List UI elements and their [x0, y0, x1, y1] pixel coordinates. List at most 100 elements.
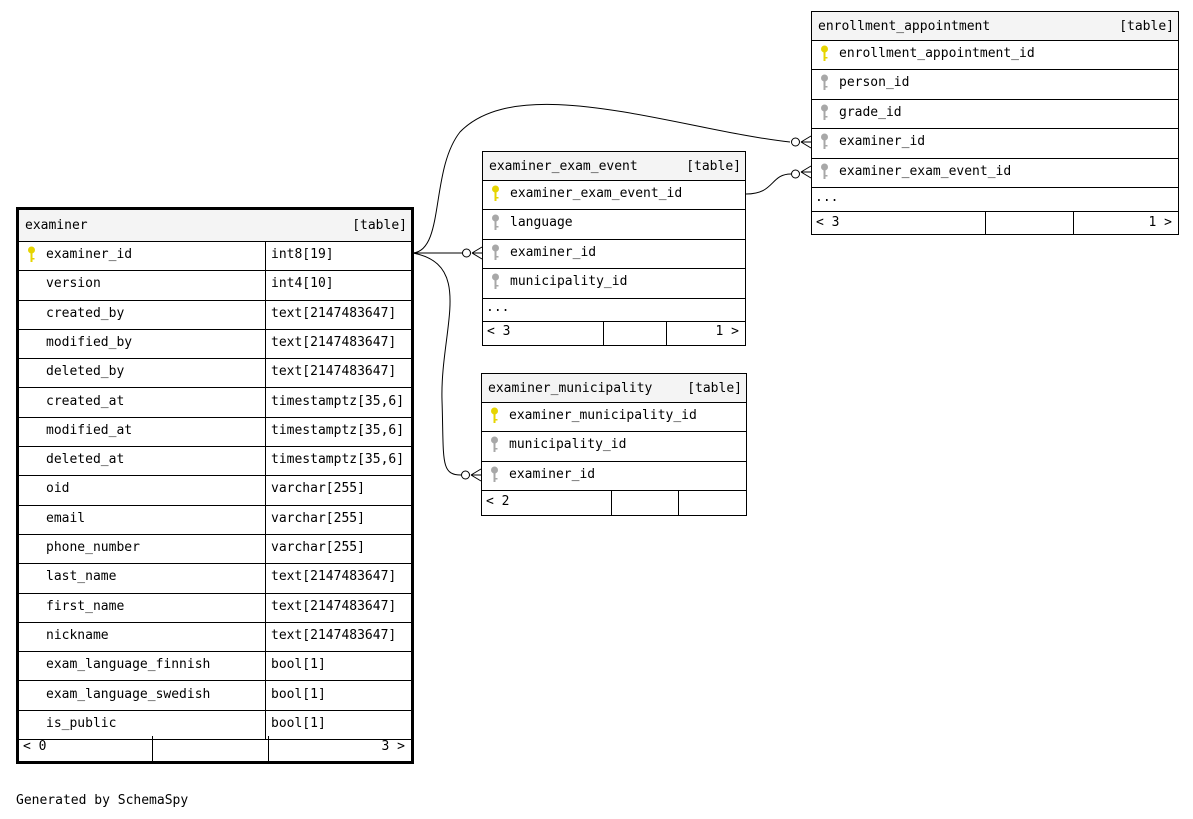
column-name: deleted_by	[46, 364, 125, 380]
crow-foot-municipality	[470, 468, 482, 476]
parent-count[interactable]: < 2	[486, 494, 510, 509]
optional-circle-exam-event	[462, 248, 471, 258]
optional-circle-enrollment-examiner	[791, 137, 800, 147]
key-icon-primary	[821, 45, 828, 61]
table-header: examiner_exam_event [table]	[483, 152, 745, 181]
column-name: examiner_exam_event_id	[839, 163, 1012, 179]
key-icon-foreign	[492, 214, 499, 231]
optional-circle-enrollment-exam-event	[791, 169, 800, 179]
table-examiner-municipality[interactable]: examiner_municipality [table] examiner_m…	[481, 373, 747, 516]
column-name: grade_id	[839, 104, 902, 120]
column-row-version[interactable]: version int4[10]	[19, 270, 411, 301]
table-footer: < 3 1 >	[812, 212, 1178, 234]
column-name: modified_by	[46, 334, 133, 350]
column-name: nickname	[46, 627, 109, 643]
column-name: created_by	[46, 305, 125, 321]
column-row-modified-by[interactable]: modified_by text[2147483647]	[19, 328, 411, 360]
table-enrollment-appointment[interactable]: enrollment_appointment [table] enrollmen…	[811, 11, 1179, 235]
key-icon-foreign	[492, 244, 499, 260]
column-row-examiner-id[interactable]: examiner_id	[483, 239, 745, 270]
child-count[interactable]: 3 >	[381, 739, 405, 754]
column-name: version	[46, 276, 101, 292]
column-row-grade-id[interactable]: grade_id	[812, 99, 1178, 130]
column-row-person-id[interactable]: person_id	[812, 69, 1178, 100]
more-columns-row[interactable]: ...	[483, 298, 745, 322]
column-name: examiner_municipality_id	[509, 408, 697, 423]
more-columns-row[interactable]: ...	[812, 188, 1178, 212]
column-row-examiner-municipality-id[interactable]: examiner_municipality_id	[482, 402, 746, 433]
column-name: email	[46, 510, 86, 526]
column-name: person_id	[839, 75, 910, 91]
table-header: examiner [table]	[19, 210, 411, 242]
parent-count[interactable]: < 3	[487, 324, 511, 339]
column-type: varchar[255]	[271, 540, 365, 555]
column-row-examiner-exam-event-id[interactable]: examiner_exam_event_id	[483, 180, 745, 211]
relationship-examiner-to-municipality	[412, 252, 462, 476]
column-name: deleted_at	[46, 452, 125, 468]
column-row-examiner-exam-event-id[interactable]: examiner_exam_event_id	[812, 158, 1178, 188]
table-footer: < 3 1 >	[483, 321, 745, 345]
key-icon-foreign	[491, 436, 498, 453]
table-type-label: [table]	[1119, 19, 1174, 34]
table-name: enrollment_appointment	[818, 19, 991, 34]
column-name: modified_at	[46, 422, 133, 438]
column-row-municipality-id[interactable]: municipality_id	[483, 268, 745, 299]
table-header: enrollment_appointment [table]	[812, 12, 1178, 41]
column-type: text[2147483647]	[271, 627, 397, 643]
column-row-nickname[interactable]: nickname text[2147483647]	[19, 621, 411, 653]
key-icon-foreign	[821, 74, 828, 91]
column-name: language	[510, 215, 573, 231]
column-type: text[2147483647]	[271, 334, 397, 350]
column-type: int8[19]	[271, 247, 334, 262]
column-type: varchar[255]	[271, 481, 365, 497]
column-type: text[2147483647]	[271, 364, 397, 380]
crow-foot-exam-event	[471, 246, 483, 254]
relationship-exam-event-to-enrollment	[745, 173, 792, 195]
column-name: examiner_id	[839, 134, 926, 150]
column-type: bool[1]	[271, 715, 326, 731]
column-name: municipality_id	[509, 437, 627, 453]
column-row-examiner-id[interactable]: examiner_id	[482, 461, 746, 492]
column-name: examiner_id	[509, 466, 596, 482]
key-icon-foreign	[491, 466, 498, 482]
column-row-examiner-id[interactable]: examiner_id	[812, 128, 1178, 159]
key-icon-foreign	[492, 273, 499, 290]
table-type-label: [table]	[686, 159, 741, 174]
key-icon-primary	[492, 185, 499, 201]
column-row-language[interactable]: language	[483, 209, 745, 240]
table-examiner-exam-event[interactable]: examiner_exam_event [table] examiner_exa…	[482, 151, 746, 346]
column-row-deleted-by[interactable]: deleted_by text[2147483647]	[19, 358, 411, 389]
column-type: timestamptz[35,6]	[271, 422, 405, 438]
key-icon-foreign	[821, 104, 828, 120]
parent-count[interactable]: < 3	[816, 215, 840, 230]
table-name: examiner_exam_event	[489, 159, 638, 174]
column-name: municipality_id	[510, 274, 628, 290]
column-row-enrollment-appointment-id[interactable]: enrollment_appointment_id	[812, 40, 1178, 71]
child-count[interactable]: 1 >	[715, 324, 739, 339]
table-type-label: [table]	[687, 381, 742, 396]
key-icon-primary	[491, 407, 498, 423]
column-row-municipality-id[interactable]: municipality_id	[482, 431, 746, 462]
column-name: exam_language_swedish	[46, 686, 211, 702]
table-header: examiner_municipality [table]	[482, 374, 746, 403]
column-row-modified-at[interactable]: modified_at timestamptz[35,6]	[19, 416, 411, 448]
child-count[interactable]: 1 >	[1148, 215, 1172, 230]
column-name: examiner_id	[510, 244, 597, 260]
more-columns-ellipsis: ...	[815, 190, 839, 205]
parent-count[interactable]: < 0	[23, 739, 47, 754]
column-type: int4[10]	[271, 276, 334, 292]
